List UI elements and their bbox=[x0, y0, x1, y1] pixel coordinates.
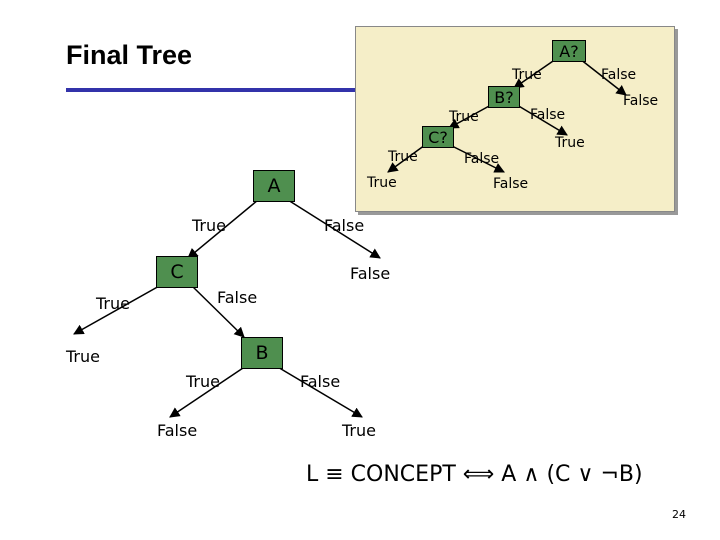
slide-title: Final Tree bbox=[66, 40, 193, 70]
inset-label-b-true: True bbox=[449, 109, 479, 125]
title-underline bbox=[66, 88, 356, 92]
inset-label-a-true: True bbox=[512, 67, 542, 83]
inset-edge-a-b bbox=[513, 58, 557, 89]
leaf-b-false: True bbox=[342, 421, 376, 440]
label-b-false: False bbox=[300, 372, 341, 391]
label-a-true: True bbox=[192, 216, 226, 235]
leaf-a-false: False bbox=[350, 264, 391, 283]
edge-a-false bbox=[287, 199, 381, 259]
label-c-false: False bbox=[217, 288, 258, 307]
inset-edge-a-false bbox=[579, 58, 627, 96]
edge-c-b bbox=[190, 284, 245, 338]
page-number: 24 bbox=[672, 508, 686, 521]
inset-edge-b-c bbox=[448, 104, 492, 129]
inset-label-b-false: False bbox=[530, 107, 566, 123]
inset-leaf-c-false: False bbox=[493, 176, 529, 192]
label-b-true: True bbox=[186, 372, 220, 391]
inset-label-c-true: True bbox=[388, 149, 418, 165]
leaf-b-true: False bbox=[157, 421, 198, 440]
leaf-c-true: True bbox=[66, 347, 100, 366]
edge-b-false bbox=[275, 365, 363, 418]
inset-edge-c-false bbox=[449, 144, 505, 173]
inset-node-b: B? bbox=[488, 86, 520, 108]
node-c: C bbox=[156, 256, 198, 288]
inset-label-c-false: False bbox=[464, 151, 500, 167]
edge-c-true bbox=[73, 284, 162, 335]
label-c-true: True bbox=[96, 294, 130, 313]
inset-tree-panel bbox=[355, 26, 675, 212]
edge-a-c bbox=[187, 199, 259, 259]
edge-b-true bbox=[169, 365, 247, 418]
inset-node-c: C? bbox=[422, 126, 454, 148]
inset-leaf-b-false: True bbox=[555, 135, 585, 151]
inset-edge-c-true bbox=[387, 144, 426, 173]
inset-node-a: A? bbox=[552, 40, 586, 62]
inset-leaf-c-true: True bbox=[367, 175, 397, 191]
concept-formula: L ≡ CONCEPT ⟺ A ∧ (C ∨ ¬B) bbox=[306, 462, 643, 487]
inset-edge-b-false bbox=[516, 104, 568, 136]
label-a-false: False bbox=[324, 216, 365, 235]
inset-leaf-a-false: False bbox=[623, 93, 659, 109]
node-b: B bbox=[241, 337, 283, 369]
inset-label-a-false: False bbox=[601, 67, 637, 83]
node-a: A bbox=[253, 170, 295, 202]
